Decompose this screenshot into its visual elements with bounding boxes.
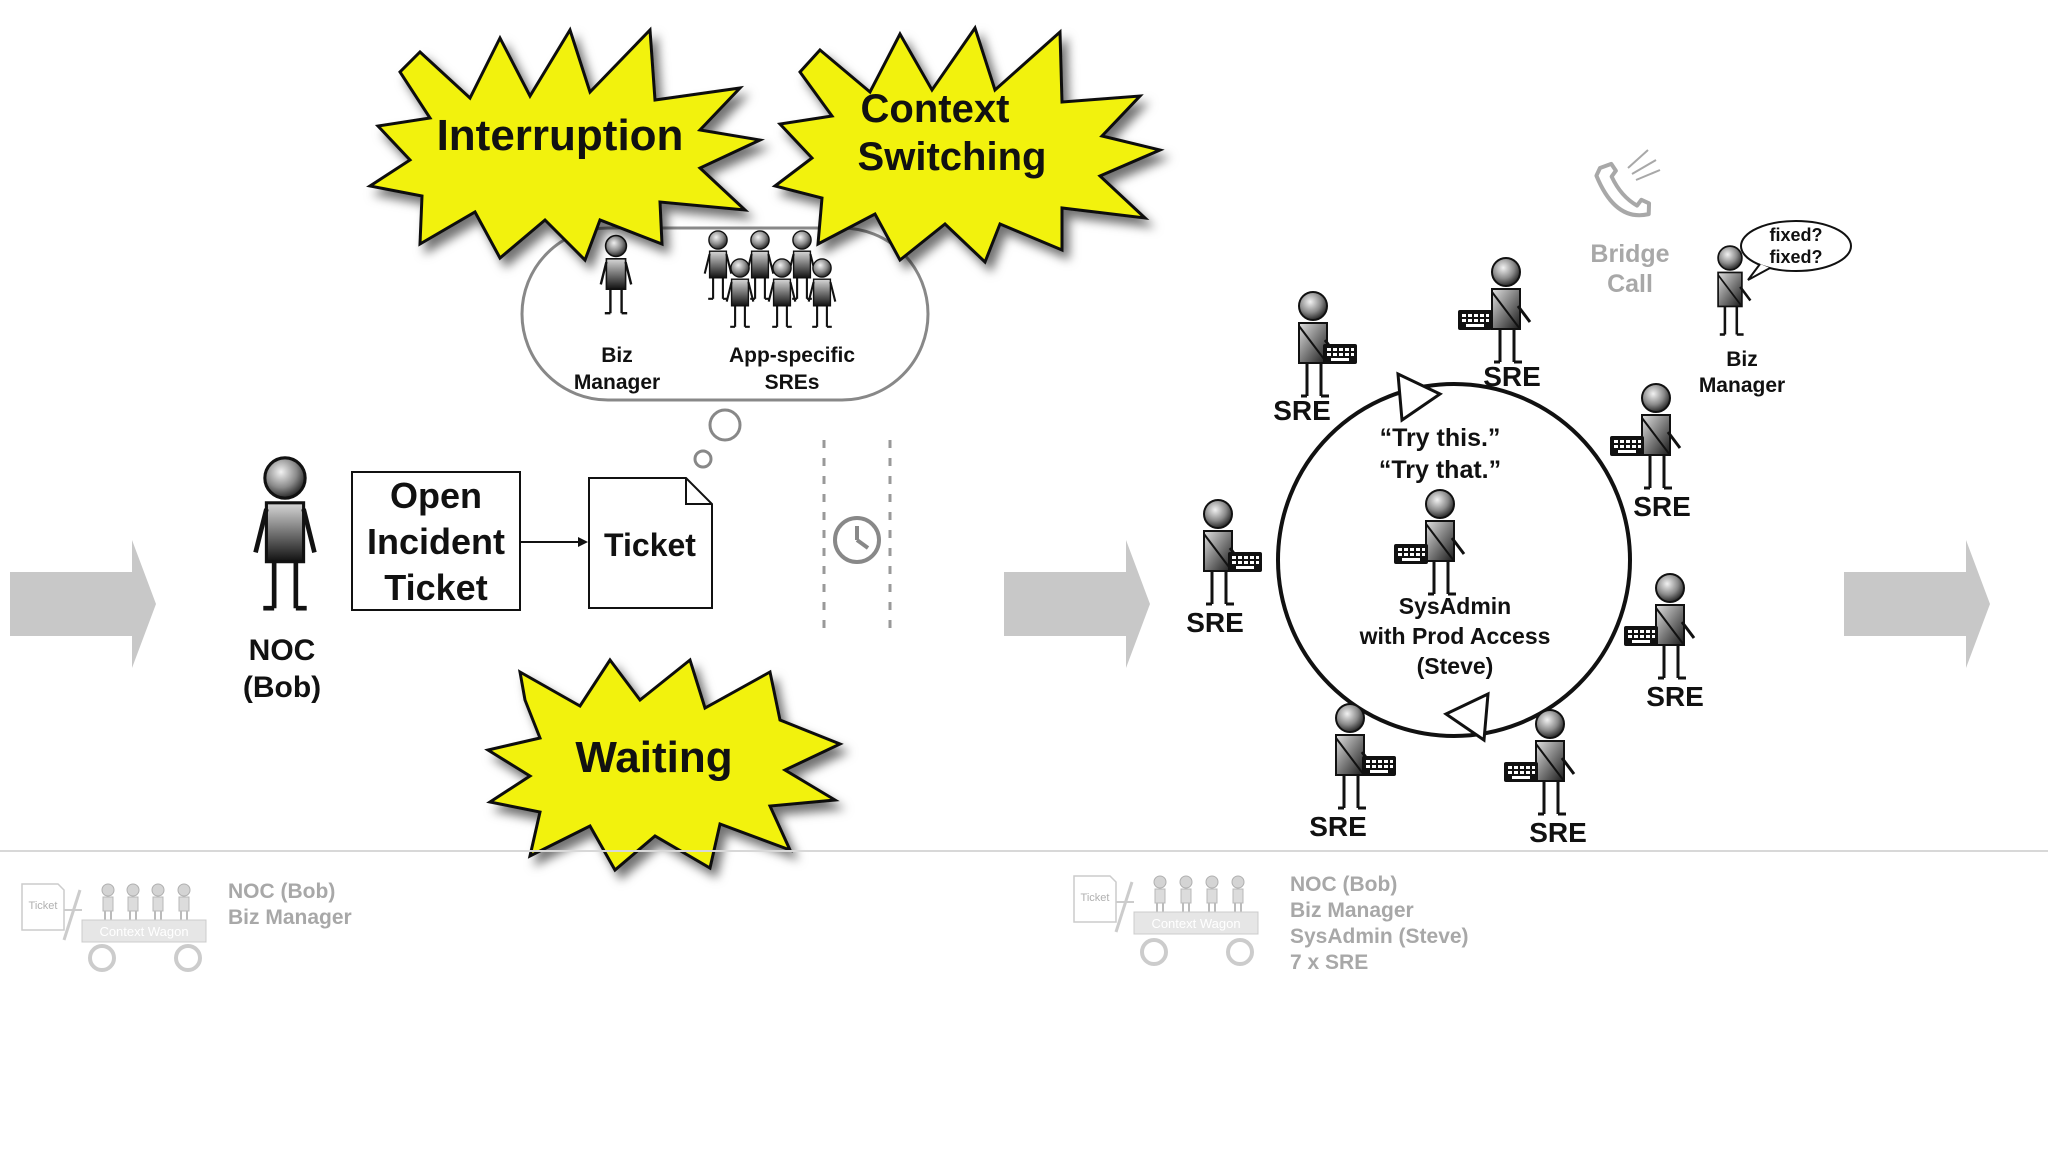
bridge-call-label-2: Call [1607, 270, 1653, 298]
sysadmin-label-3: (Steve) [1417, 653, 1494, 679]
burst-waiting-text: Waiting [575, 733, 732, 782]
cycle-arrowhead-bottom [1443, 691, 1490, 743]
burst-context-text-1: Context [861, 87, 1010, 131]
sysadmin-figure [1424, 488, 1466, 596]
wagon-right-ticket-label: Ticket [1081, 892, 1110, 904]
wagon-right-label: Context Wagon [1151, 916, 1240, 931]
biz-manager-right-label-1: Biz [1726, 348, 1758, 371]
thought-dot-large [708, 408, 742, 442]
bubble-biz-label-2: Manager [574, 371, 660, 394]
sre-label-2: SRE [1483, 361, 1541, 392]
sre-label-6: SRE [1309, 811, 1367, 842]
wagon-right-list-item-4: 7 x SRE [1290, 951, 1368, 974]
sysadmin-label-2: with Prod Access [1359, 623, 1551, 649]
speech-line-1: fixed? [1769, 225, 1822, 245]
sre-label-7: SRE [1529, 817, 1587, 848]
flow-arrow-right [1844, 540, 1990, 668]
bubble-biz-label-1: Biz [601, 344, 633, 367]
sre-figure-3 [1640, 382, 1682, 490]
wagon-left-ticket-label: Ticket [29, 900, 58, 912]
keyboard-icon [1323, 344, 1357, 364]
keyboard-icon [1228, 552, 1262, 572]
wagon-left-list-item-1: NOC (Bob) [228, 880, 335, 903]
arrowhead [578, 537, 588, 547]
phone-icon [1594, 161, 1652, 218]
flow-arrow-middle [1004, 540, 1150, 668]
sysadmin-label-1: SysAdmin [1399, 593, 1511, 619]
context-wagon-left: Ticket Context Wagon [21, 883, 207, 972]
burst-context-switching: Context Switching [771, 24, 1165, 265]
sre-figure-7 [1534, 708, 1576, 816]
sre-label-1: SRE [1273, 395, 1331, 426]
sre-figure-2 [1490, 256, 1532, 364]
burst-interruption-text: Interruption [437, 111, 684, 160]
swarm-cycle-circle [1276, 382, 1632, 738]
thought-dot-small [693, 449, 713, 469]
flow-arrow-left [10, 540, 156, 668]
wagon-right-list-item-3: SysAdmin (Steve) [1290, 925, 1469, 948]
noc-label-1: NOC [249, 634, 316, 667]
keyboard-icon [1362, 756, 1396, 776]
sre-label-4: SRE [1186, 607, 1244, 638]
burst-interruption: Interruption [366, 26, 766, 263]
keyboard-icon [1504, 762, 1538, 782]
bridge-call-label-1: Bridge [1590, 240, 1669, 268]
sysadmin-keyboard-icon [1394, 544, 1428, 564]
keyboard-icon [1624, 626, 1658, 646]
sre-label-5: SRE [1646, 681, 1704, 712]
ticket-fold [685, 478, 712, 505]
noc-label-2: (Bob) [243, 671, 321, 704]
quote-try-this: “Try this.” [1380, 424, 1501, 452]
burst-waiting: Waiting [484, 657, 844, 873]
wagon-left-list-item-2: Biz Manager [228, 906, 352, 929]
speech-bubble [1740, 220, 1852, 281]
wagon-right-list-item-1: NOC (Bob) [1290, 873, 1397, 896]
ticket-document-icon [588, 477, 713, 609]
sre-figure-5 [1654, 572, 1696, 680]
sre-label-3: SRE [1633, 491, 1691, 522]
cycle-arrowhead-top [1396, 371, 1443, 423]
wagon-left-label: Context Wagon [99, 924, 188, 939]
process-box-line-1: Open [390, 475, 482, 516]
quote-try-that: “Try that.” [1379, 456, 1501, 484]
biz-manager-right-label-2: Manager [1699, 374, 1785, 397]
ticket-label: Ticket [604, 527, 696, 563]
bubble-sres-label-1: App-specific [729, 344, 855, 367]
keyboard-icon [1458, 310, 1492, 330]
burst-context-text-2: Switching [858, 135, 1047, 179]
open-incident-ticket-box [351, 471, 521, 611]
wagon-left-list: NOC (Bob) Biz Manager [228, 880, 352, 929]
process-box-line-3: Ticket [384, 567, 487, 608]
keyboard-icon [1610, 436, 1644, 456]
speech-line-2: fixed? [1769, 247, 1822, 267]
biz-manager-right-figure [1716, 244, 1752, 336]
clock-icon [833, 516, 881, 564]
bubble-sres-label-2: SREs [765, 371, 820, 394]
process-box-line-2: Incident [367, 521, 505, 562]
wagon-right-list-item-2: Biz Manager [1290, 899, 1414, 922]
context-wagon-right: Ticket Context Wagon [1073, 875, 1259, 966]
noc-figure [256, 458, 315, 608]
phone-ring-lines [1627, 149, 1661, 181]
